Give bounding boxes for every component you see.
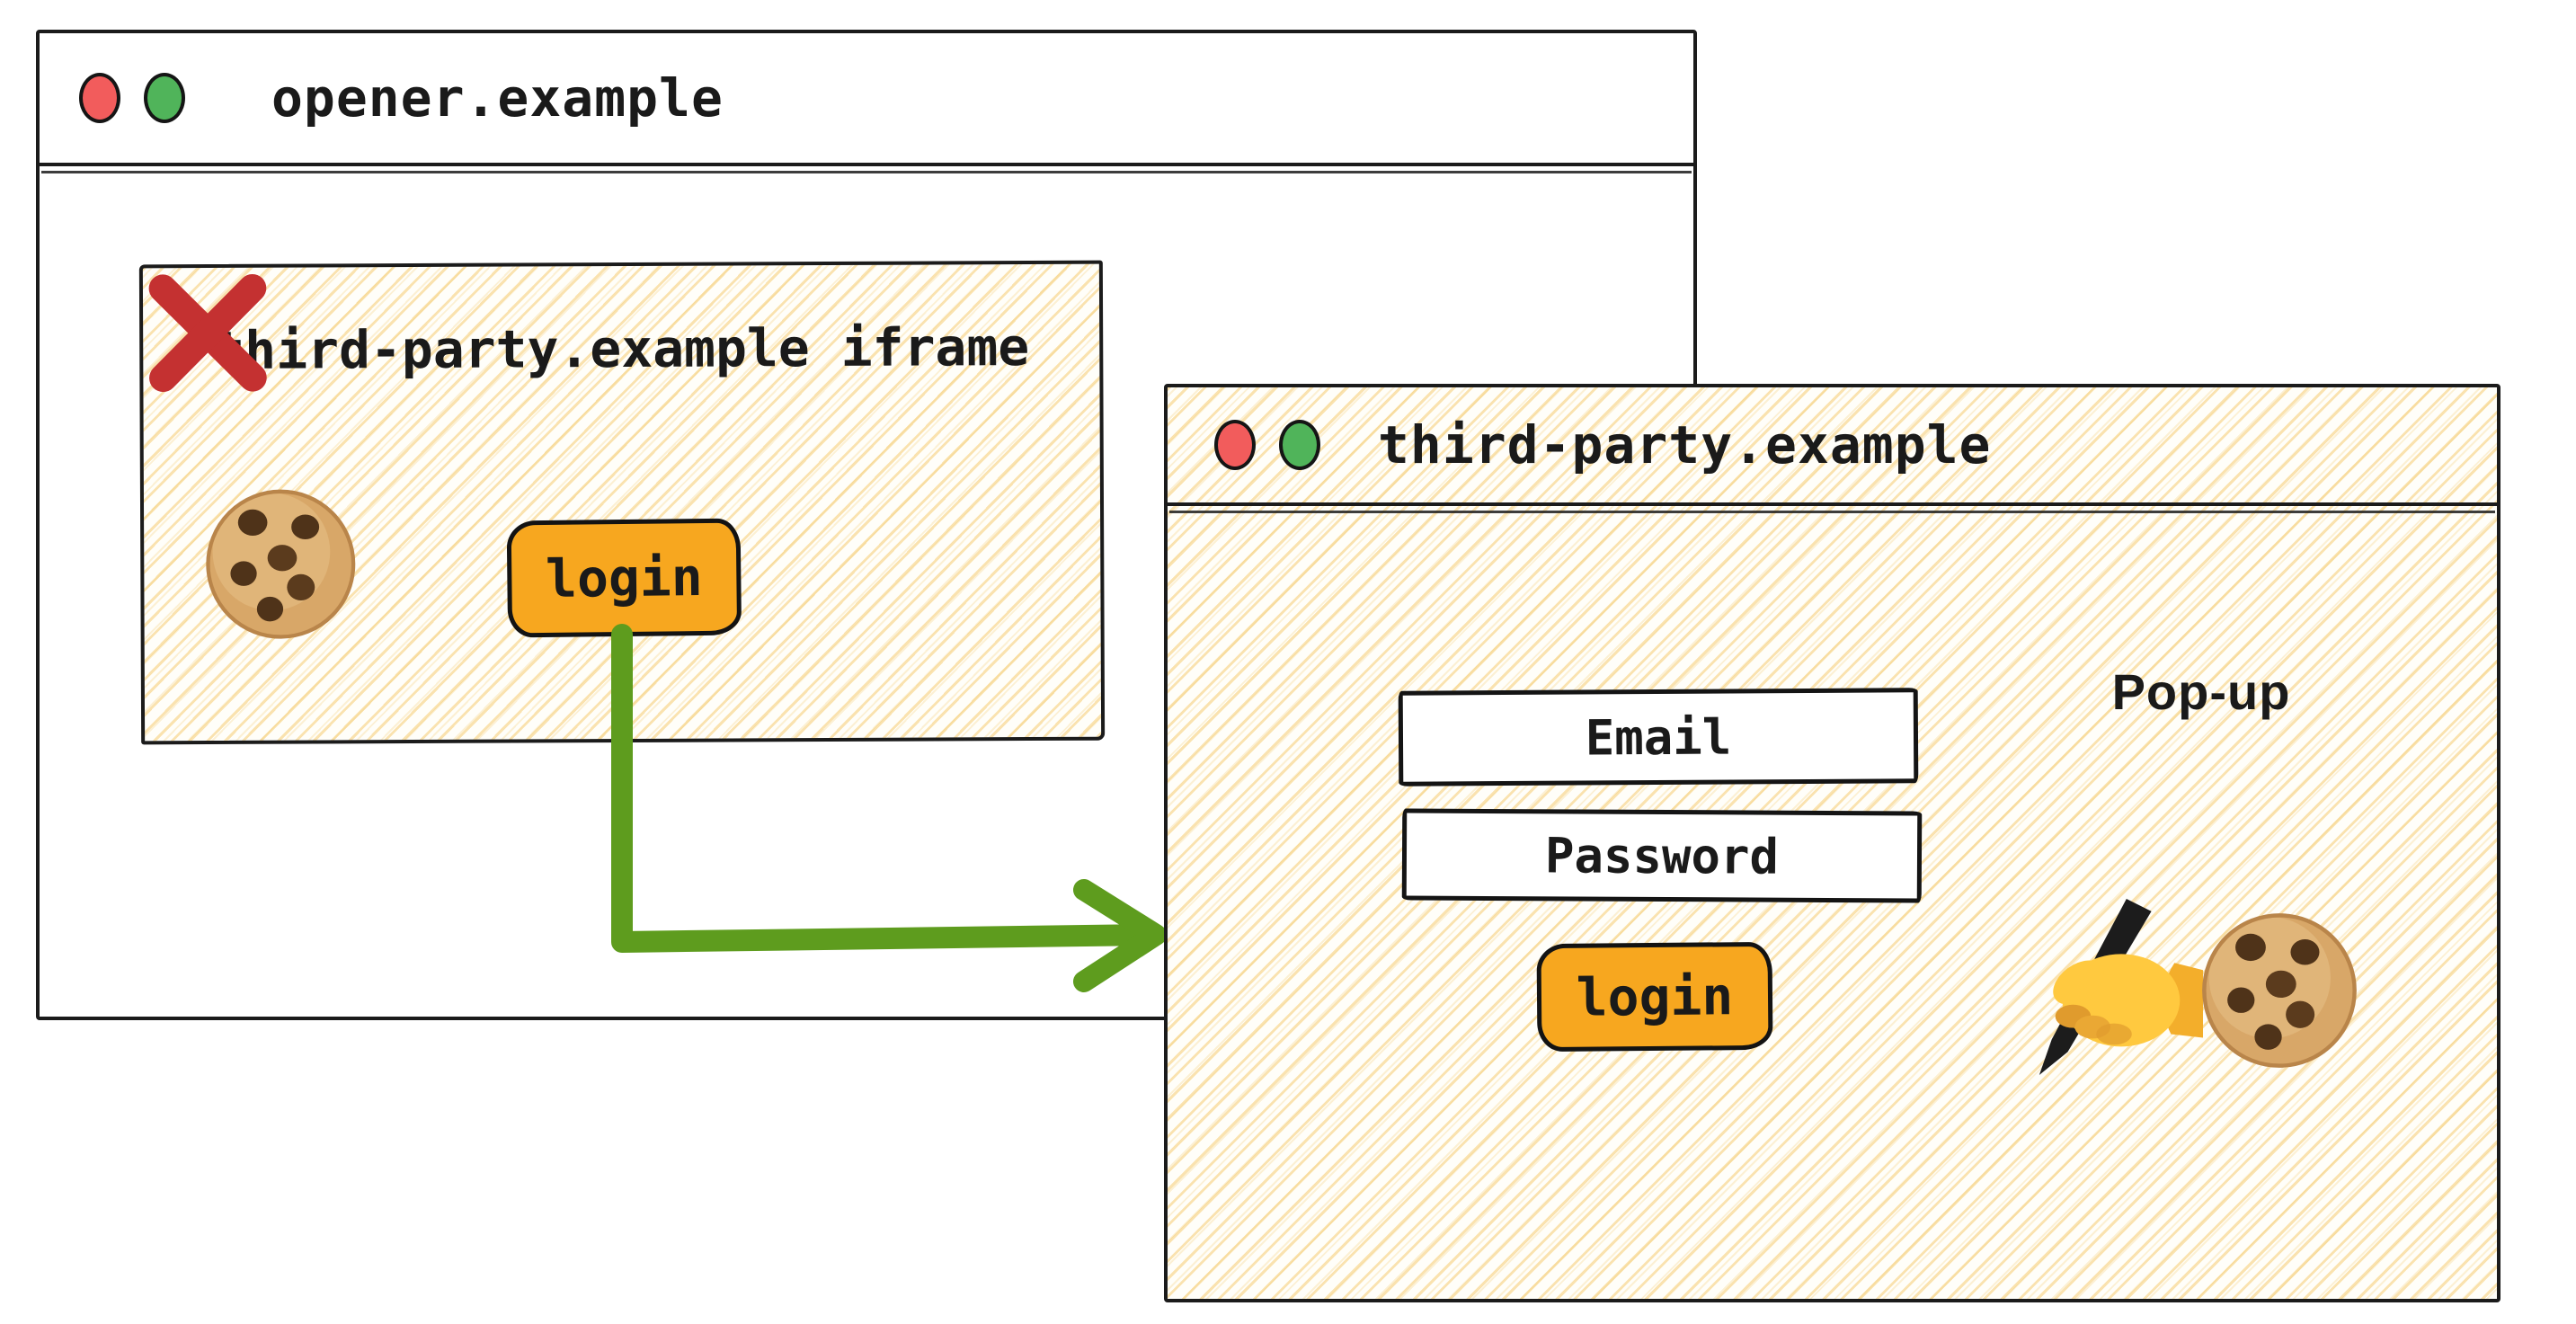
- popup-window: third-party.example login Pop-up: [1164, 384, 2500, 1302]
- minimize-dot-icon[interactable]: [1279, 420, 1320, 470]
- password-input[interactable]: [1401, 808, 1923, 903]
- minimize-dot-icon[interactable]: [144, 73, 185, 123]
- third-party-iframe: third-party.example iframe login: [138, 260, 1106, 745]
- popup-window-title: third-party.example: [1378, 414, 1992, 475]
- cookie-icon: [206, 489, 356, 639]
- iframe-login-button[interactable]: login: [506, 518, 742, 638]
- opener-window-title: opener.example: [271, 67, 724, 129]
- close-dot-icon[interactable]: [79, 73, 120, 123]
- cookie-icon: [2202, 913, 2357, 1068]
- close-dot-icon[interactable]: [1214, 420, 1256, 470]
- opener-titlebar: opener.example: [40, 33, 1693, 173]
- iframe-heading: third-party.example iframe: [213, 316, 1030, 381]
- popup-titlebar: third-party.example: [1168, 387, 2497, 513]
- writing-hand-icon: [2039, 899, 2203, 1076]
- email-input[interactable]: [1398, 688, 1919, 786]
- popup-login-button[interactable]: login: [1536, 941, 1773, 1053]
- opens-popup-arrow: [611, 624, 1167, 992]
- popup-label: Pop-up: [2111, 663, 2291, 720]
